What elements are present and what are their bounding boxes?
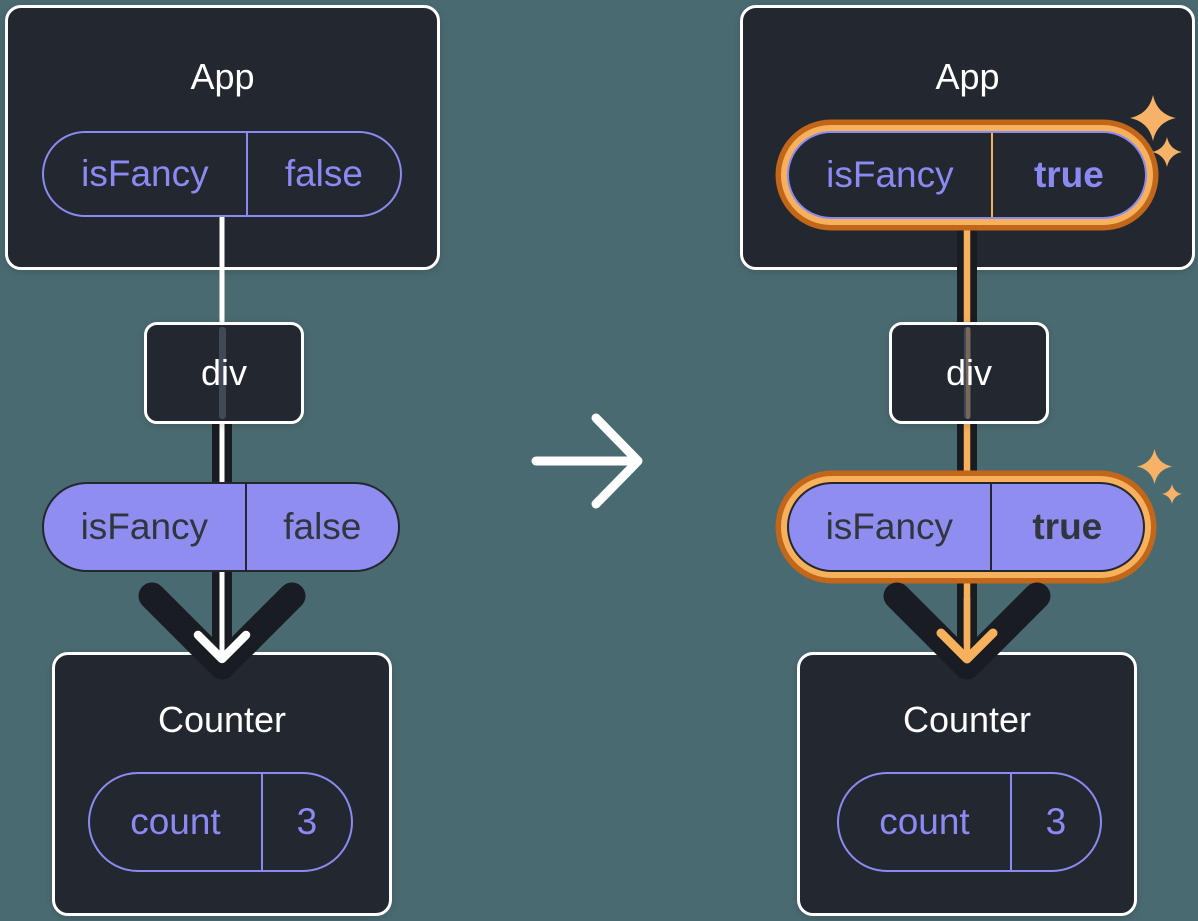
sparkle-icon: [1137, 449, 1172, 484]
prop-value: false: [283, 506, 362, 547]
arrowhead-dark-after: [883, 582, 1051, 680]
state-value: true: [1033, 154, 1104, 195]
app-state-pill: isFancy false: [42, 131, 402, 217]
app-state-pill-highlighted: isFancy true: [787, 131, 1147, 219]
edge-passthrough-orange: [965, 327, 970, 419]
arrowhead-dark-before: [138, 582, 306, 680]
prop-key: isFancy: [789, 484, 992, 570]
app-title: App: [935, 56, 1000, 97]
arrowhead-orange-after: [936, 628, 998, 664]
prop-pill-highlighted: isFancy true: [787, 482, 1145, 572]
counter-title: Counter: [902, 699, 1032, 740]
div-box-after: [889, 322, 1049, 424]
counter-state-pill: count 3: [837, 772, 1102, 872]
prop-key: isFancy: [44, 484, 247, 570]
state-key: isFancy: [44, 133, 248, 215]
edge-passthrough: [219, 327, 226, 419]
prop-pill: isFancy false: [42, 482, 400, 572]
app-title: App: [190, 56, 255, 97]
right-arrow-icon: [531, 413, 643, 509]
div-title: div: [945, 352, 993, 393]
state-key: isFancy: [789, 133, 993, 217]
div-box-before: [144, 322, 304, 424]
sparkle-icon: [1130, 95, 1176, 141]
state-value: 3: [1045, 801, 1067, 842]
state-value: 3: [296, 801, 318, 842]
state-key: count: [839, 774, 1012, 870]
counter-state-pill: count 3: [88, 772, 353, 872]
edge-passthrough: [964, 327, 971, 419]
sparkle-icon: [1162, 484, 1182, 504]
div-title: div: [200, 352, 248, 393]
arrowhead-white-before: [193, 630, 251, 664]
state-value: false: [284, 153, 363, 194]
state-key: count: [90, 774, 263, 870]
counter-title: Counter: [157, 699, 287, 740]
prop-value: true: [1032, 506, 1103, 547]
sparkle-icon: [1152, 137, 1182, 167]
